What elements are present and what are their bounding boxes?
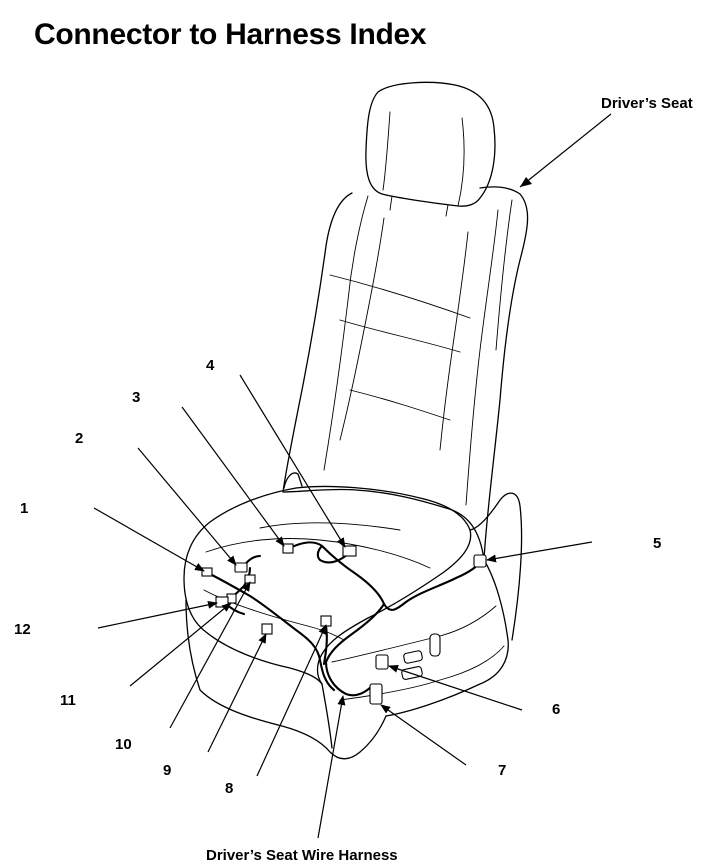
callout-1: 1 (20, 500, 28, 517)
callout-11: 11 (60, 692, 76, 709)
leader-lines (93, 113, 612, 839)
callout-10: 10 (115, 736, 132, 753)
callout-2: 2 (75, 430, 83, 447)
connector-5-box (473, 554, 487, 568)
seat-outline (183, 81, 529, 760)
callout-8: 8 (225, 780, 233, 797)
leader-2 (137, 447, 237, 566)
leader-3 (181, 406, 285, 547)
connector-6-box (375, 654, 389, 670)
connector-7-box (369, 683, 383, 705)
page-title: Connector to Harness Index (34, 18, 427, 51)
connector-4-box (342, 545, 357, 557)
leader-10 (169, 581, 251, 729)
callout-4: 4 (206, 357, 215, 374)
seat-label: Driver’s Seat (601, 95, 693, 112)
callout-7: 7 (498, 762, 506, 779)
connector-2-box (234, 562, 248, 573)
leader-7 (380, 704, 467, 766)
wire-harness (206, 541, 484, 697)
leader-11 (129, 602, 232, 687)
leader-6 (388, 665, 523, 711)
callout-12: 12 (14, 621, 31, 638)
callout-5: 5 (653, 535, 661, 552)
callout-3: 3 (132, 389, 140, 406)
connector-8-box (320, 615, 332, 627)
leader-1 (93, 507, 205, 572)
connector-boxes (201, 543, 487, 705)
connector-1-box (201, 567, 213, 577)
connector-10-box (244, 574, 256, 584)
leader-5 (486, 541, 593, 563)
leader-9 (207, 633, 267, 753)
connector-9-box (261, 623, 273, 635)
leader-8 (256, 624, 327, 777)
leader-4 (239, 374, 346, 548)
harness-leader-line (317, 695, 346, 839)
leader-12 (97, 600, 218, 629)
callout-9: 9 (163, 762, 171, 779)
connector-3-box (282, 543, 294, 554)
connector-12-box (215, 596, 229, 608)
callout-6: 6 (552, 701, 560, 718)
seat-leader-line (519, 113, 612, 188)
harness-label: Driver’s Seat Wire Harness (206, 847, 398, 864)
